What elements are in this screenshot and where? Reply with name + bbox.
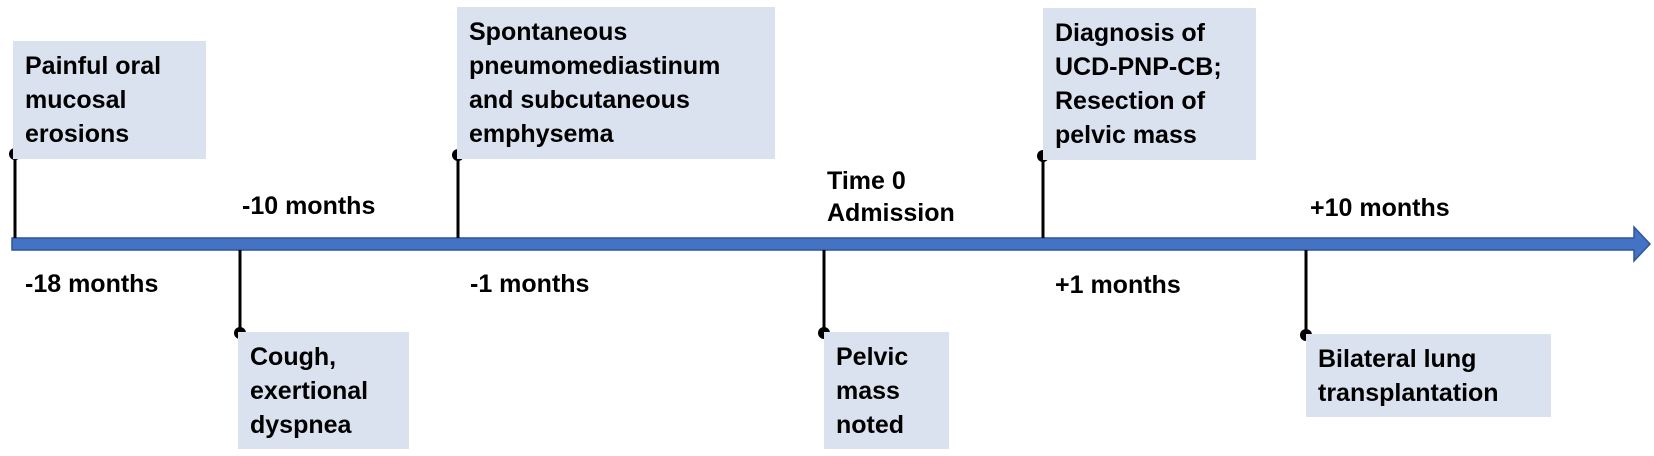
- tick-pneumomediastinum: [452, 149, 464, 238]
- time-label-minus-1-months: -1 months: [470, 270, 590, 298]
- time-label-plus-10-months: +10 months: [1310, 194, 1450, 222]
- time-label-minus-18-months: -18 months: [25, 270, 159, 298]
- timeline-arrow: [11, 225, 1652, 263]
- tick-cough: [234, 250, 246, 339]
- time-label-plus-1-months: +1 months: [1055, 271, 1181, 299]
- event-box-transplant: Bilateral lung transplantation: [1306, 334, 1551, 417]
- tick-diagnosis: [1037, 150, 1049, 238]
- event-box-diagnosis: Diagnosis of UCD-PNP-CB; Resection of pe…: [1043, 8, 1256, 160]
- event-box-pneumomediastinum: Spontaneous pneumomediastinum and subcut…: [457, 7, 775, 159]
- tick-transplant: [1300, 250, 1312, 341]
- tick-pelvic-mass: [818, 250, 830, 339]
- event-box-pelvic-mass: Pelvic mass noted: [824, 332, 949, 449]
- tick-oral-erosions: [9, 148, 21, 238]
- event-box-cough: Cough, exertional dyspnea: [238, 332, 409, 449]
- event-box-oral-erosions: Painful oral mucosal erosions: [13, 41, 206, 159]
- time-label-time-zero-admission: Time 0 Admission: [827, 167, 955, 227]
- time-label-minus-10-months: -10 months: [242, 192, 376, 220]
